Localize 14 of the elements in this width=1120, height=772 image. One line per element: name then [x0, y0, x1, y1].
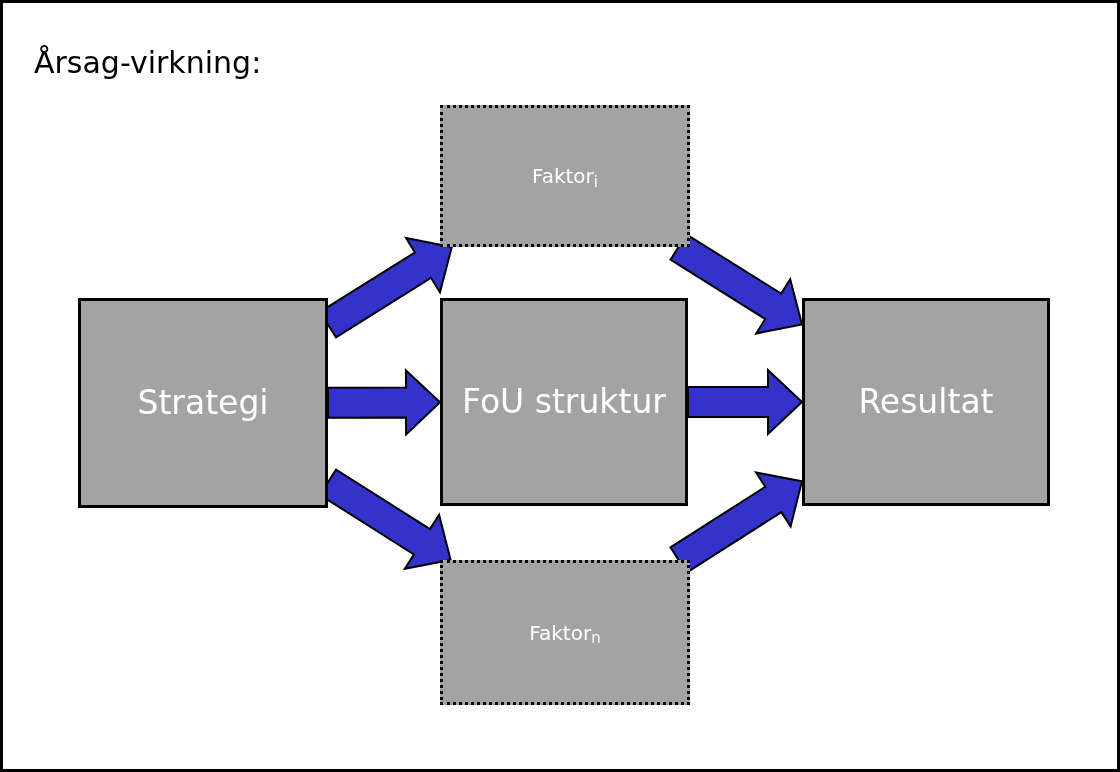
- process-box: [440, 298, 688, 506]
- node-label: Strategi: [136, 383, 270, 423]
- block-arrow: [327, 368, 442, 437]
- title: Årsag-virkning:: [34, 44, 262, 82]
- process-box: [802, 298, 1050, 506]
- block-arrow: [669, 471, 804, 574]
- factor-box: [440, 560, 690, 705]
- node-label: Faktor$_{n}$: [528, 619, 602, 648]
- factor-box: [440, 105, 690, 247]
- node-label: FoU struktur: [461, 382, 667, 422]
- node-label: Resultat: [857, 382, 995, 422]
- node-label: Faktor$_{i}$: [531, 163, 599, 191]
- process-box: [78, 298, 328, 508]
- block-arrow: [687, 367, 804, 437]
